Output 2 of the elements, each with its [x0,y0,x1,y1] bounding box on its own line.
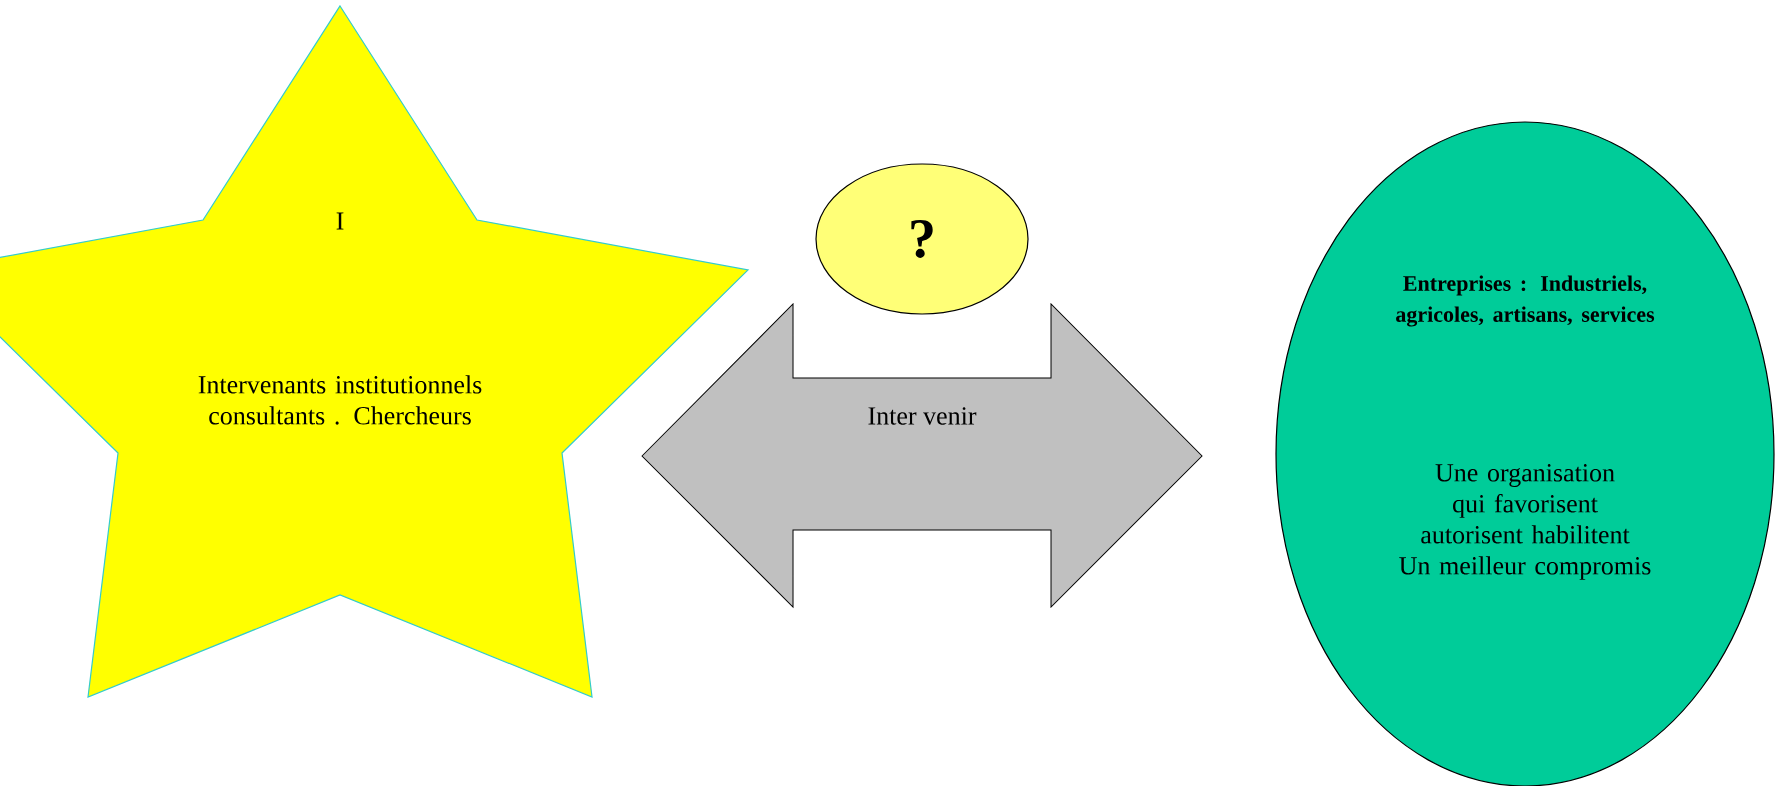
edge-label: Inter venir [868,407,977,425]
block-arrow [641,303,1203,608]
